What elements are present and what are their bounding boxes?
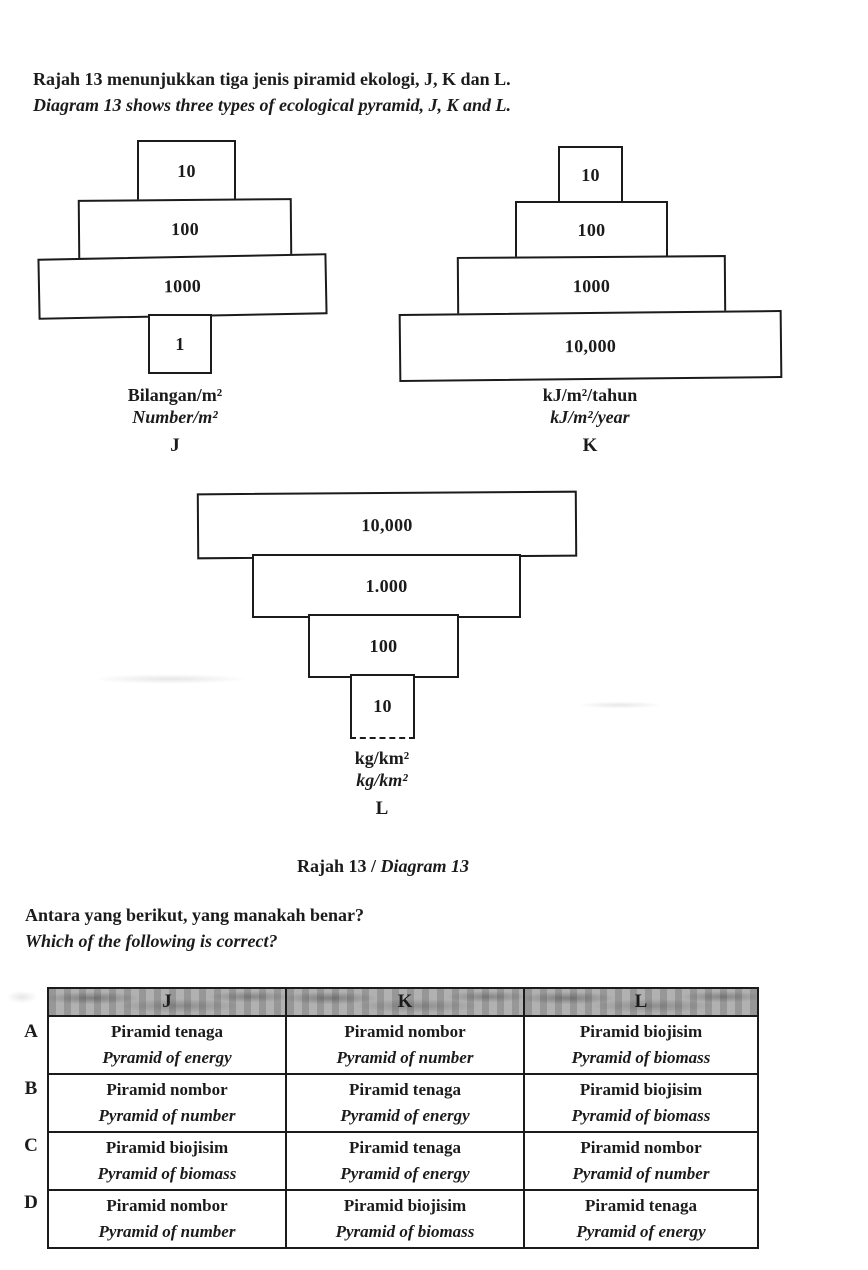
option-letter-d: D xyxy=(24,1192,38,1213)
cell-b-j-malay: Piramid nombor xyxy=(106,1080,228,1099)
pyramid-j-layer-4: 1 xyxy=(148,314,212,374)
question-line-malay: Antara yang berikut, yang manakah benar? xyxy=(25,905,365,925)
pyramid-j-layer-3: 1000 xyxy=(37,253,328,320)
cell-c-k-malay: Piramid tenaga xyxy=(349,1138,461,1157)
cell-b-k-english: Pyramid of energy xyxy=(340,1106,470,1125)
cell-b-k-malay: Piramid tenaga xyxy=(349,1080,461,1099)
cell-c-l: Piramid nombor Pyramid of number xyxy=(523,1131,759,1191)
cell-d-j-english: Pyramid of number xyxy=(98,1222,236,1241)
question-text: Antara yang berikut, yang manakah benar?… xyxy=(25,902,364,954)
header-cell-l: L xyxy=(523,987,759,1017)
cell-a-j-malay: Piramid tenaga xyxy=(111,1022,223,1041)
pyramid-k-label: kJ/m²/tahun kJ/m²/year K xyxy=(490,384,690,457)
pyramid-k-layer-1: 10 xyxy=(558,146,623,205)
pyramid-l-layer-3: 100 xyxy=(308,614,459,678)
scan-artifact xyxy=(560,700,680,710)
cell-c-j-malay: Piramid biojisim xyxy=(105,1138,229,1157)
pyramid-j-layer-1: 10 xyxy=(137,140,236,202)
pyramid-l-label: kg/km² kg/km² L xyxy=(282,747,482,820)
option-row-c: Piramid biojisim Pyramid of biomass Pira… xyxy=(47,1131,759,1191)
figure-caption-malay: Rajah 13 / xyxy=(296,856,381,876)
pyramid-k-layer-3: 1000 xyxy=(456,255,727,317)
pyramid-k-unit-malay: kJ/m²/tahun xyxy=(542,385,638,405)
cell-a-l-english: Pyramid of biomass xyxy=(571,1048,711,1067)
cell-d-k-malay: Piramid biojisim xyxy=(343,1196,467,1215)
cell-b-l-english: Pyramid of biomass xyxy=(571,1106,711,1125)
pyramid-l-layer-2: 1.000 xyxy=(252,554,521,618)
intro-text: Rajah 13 menunjukkan tiga jenis piramid … xyxy=(33,66,511,118)
cell-a-j: Piramid tenaga Pyramid of energy xyxy=(47,1015,287,1075)
cell-d-k: Piramid biojisim Pyramid of biomass xyxy=(285,1189,525,1249)
option-row-b: Piramid nombor Pyramid of number Piramid… xyxy=(47,1073,759,1133)
cell-a-j-english: Pyramid of energy xyxy=(102,1048,232,1067)
pyramid-l-layer-1: 10,000 xyxy=(196,490,578,560)
intro-line-malay: Rajah 13 menunjukkan tiga jenis piramid … xyxy=(33,69,511,89)
header-cell-k: K xyxy=(285,987,525,1017)
cell-a-k: Piramid nombor Pyramid of number xyxy=(285,1015,525,1075)
cell-b-j-english: Pyramid of number xyxy=(98,1106,236,1125)
cell-d-l-malay: Piramid tenaga xyxy=(585,1196,697,1215)
cell-d-l-english: Pyramid of energy xyxy=(576,1222,706,1241)
option-letter-a: A xyxy=(24,1021,38,1042)
header-cell-j: J xyxy=(47,987,287,1017)
cell-a-k-malay: Piramid nombor xyxy=(344,1022,466,1041)
options-table: J K L Piramid tenaga Pyramid of energy P… xyxy=(47,987,759,1249)
pyramid-k-unit-english: kJ/m²/year xyxy=(550,407,630,427)
cell-b-l-malay: Piramid biojisim xyxy=(579,1080,703,1099)
option-row-a: Piramid tenaga Pyramid of energy Piramid… xyxy=(47,1015,759,1075)
cell-a-l-malay: Piramid biojisim xyxy=(579,1022,703,1041)
question-line-english: Which of the following is correct? xyxy=(25,931,278,951)
pyramid-l-letter: L xyxy=(375,798,389,819)
scan-artifact xyxy=(60,672,280,686)
cell-b-j: Piramid nombor Pyramid of number xyxy=(47,1073,287,1133)
pyramid-j-unit-english: Number/m² xyxy=(132,407,218,427)
option-row-d: Piramid nombor Pyramid of number Piramid… xyxy=(47,1189,759,1249)
figure-caption: Rajah 13 / Diagram 13 xyxy=(233,856,533,877)
cell-d-j-malay: Piramid nombor xyxy=(106,1196,228,1215)
cell-d-j: Piramid nombor Pyramid of number xyxy=(47,1189,287,1249)
pyramid-j-unit-malay: Bilangan/m² xyxy=(127,385,223,405)
cell-c-j-english: Pyramid of biomass xyxy=(97,1164,237,1183)
pyramid-l-unit-english: kg/km² xyxy=(356,770,408,790)
pyramid-l-layer-4: 10 xyxy=(350,674,415,739)
cell-c-k-english: Pyramid of energy xyxy=(340,1164,470,1183)
cell-a-l: Piramid biojisim Pyramid of biomass xyxy=(523,1015,759,1075)
option-letter-b: B xyxy=(24,1078,38,1099)
cell-b-k: Piramid tenaga Pyramid of energy xyxy=(285,1073,525,1133)
pyramid-k-layer-2: 100 xyxy=(515,201,668,260)
intro-line-english: Diagram 13 shows three types of ecologic… xyxy=(33,95,511,115)
cell-c-l-english: Pyramid of number xyxy=(572,1164,710,1183)
pyramid-j-letter: J xyxy=(170,435,180,456)
scan-artifact xyxy=(0,988,44,1006)
pyramid-j-layer-2: 100 xyxy=(77,198,293,260)
cell-a-k-english: Pyramid of number xyxy=(336,1048,474,1067)
figure-caption-english: Diagram 13 xyxy=(380,856,470,876)
pyramid-j-label: Bilangan/m² Number/m² J xyxy=(75,384,275,457)
cell-c-l-malay: Piramid nombor xyxy=(580,1138,702,1157)
pyramid-k-letter: K xyxy=(582,435,598,456)
pyramid-l-unit-malay: kg/km² xyxy=(354,748,410,768)
pyramid-k-layer-4: 10,000 xyxy=(398,309,783,383)
cell-d-k-english: Pyramid of biomass xyxy=(335,1222,475,1241)
options-table-header-row: J K L xyxy=(47,987,759,1017)
cell-c-j: Piramid biojisim Pyramid of biomass xyxy=(47,1131,287,1191)
cell-d-l: Piramid tenaga Pyramid of energy xyxy=(523,1189,759,1249)
option-letter-c: C xyxy=(24,1135,38,1156)
cell-b-l: Piramid biojisim Pyramid of biomass xyxy=(523,1073,759,1133)
cell-c-k: Piramid tenaga Pyramid of energy xyxy=(285,1131,525,1191)
